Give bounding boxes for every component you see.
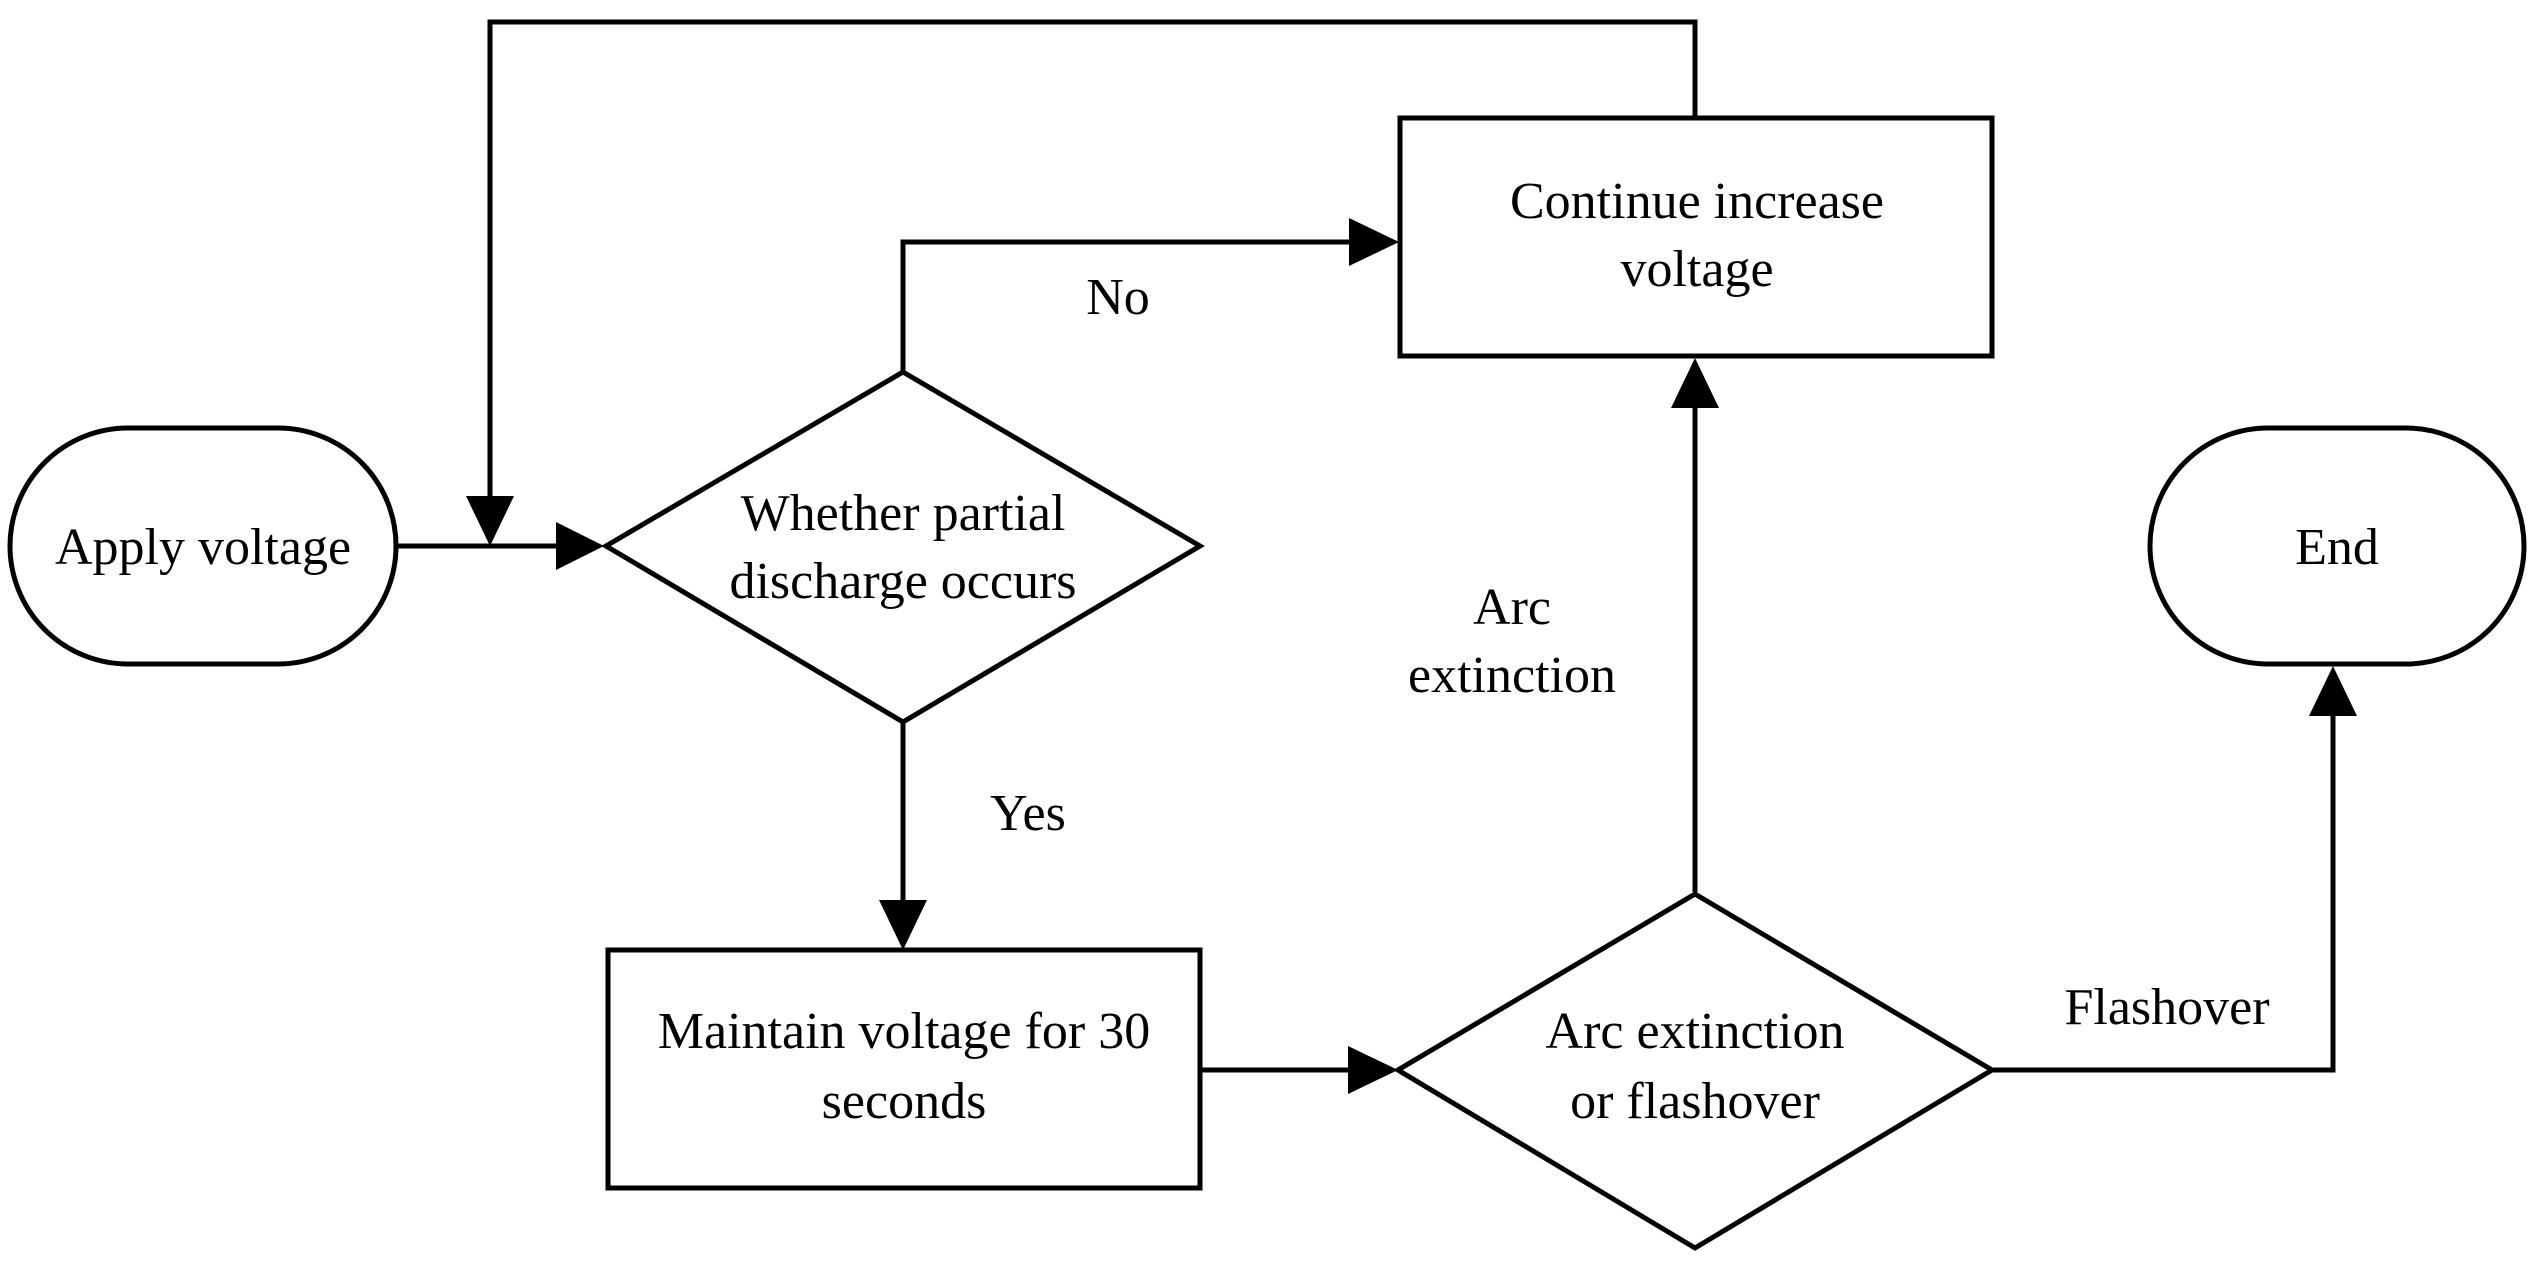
arrowhead-flashover [2309, 666, 2357, 716]
arrowhead-apply-to-decision [556, 522, 604, 570]
end-label: End [2295, 519, 2379, 576]
arrowhead-arc-extinction [1671, 358, 1719, 408]
continue-increase-box [1397, 115, 1995, 359]
arrowhead-no-branch [1349, 218, 1399, 266]
apply-voltage-label: Apply voltage [55, 519, 351, 576]
arrowhead-yes-branch [879, 900, 927, 950]
maintain-voltage-label-line1: Maintain voltage for 30 [658, 1003, 1150, 1060]
arrowhead-maintain-to-arc [1348, 1046, 1398, 1094]
maintain-voltage-box [605, 947, 1203, 1191]
arc-or-flashover-label-line2: or flashover [1570, 1073, 1820, 1130]
edge-flashover [1992, 712, 2336, 1073]
partial-discharge-label-line1: Whether partial [741, 485, 1066, 542]
arc-or-flashover-label-line1: Arc extinction [1546, 1003, 1845, 1060]
continue-increase-label-line2: voltage [1620, 241, 1773, 298]
apply-voltage-terminal [7, 425, 399, 667]
arc-extinction-label-line1: Arc [1473, 579, 1551, 636]
yes-label: Yes [990, 785, 1066, 842]
edge-loop-back [487, 19, 1698, 500]
arc-extinction-label-line2: extinction [1408, 647, 1616, 704]
no-label: No [1086, 269, 1150, 326]
maintain-voltage-label-line2: seconds [822, 1073, 987, 1130]
partial-discharge-decision [601, 369, 1205, 725]
continue-increase-label-line1: Continue increase [1510, 173, 1884, 230]
arc-or-flashover-decision [1393, 891, 1997, 1251]
partial-discharge-label-line2: discharge occurs [729, 553, 1076, 610]
edge-no-branch [900, 239, 1353, 372]
flashover-label: Flashover [2064, 979, 2269, 1036]
end-terminal [2147, 425, 2527, 667]
arrowhead-loop-back [466, 496, 514, 546]
